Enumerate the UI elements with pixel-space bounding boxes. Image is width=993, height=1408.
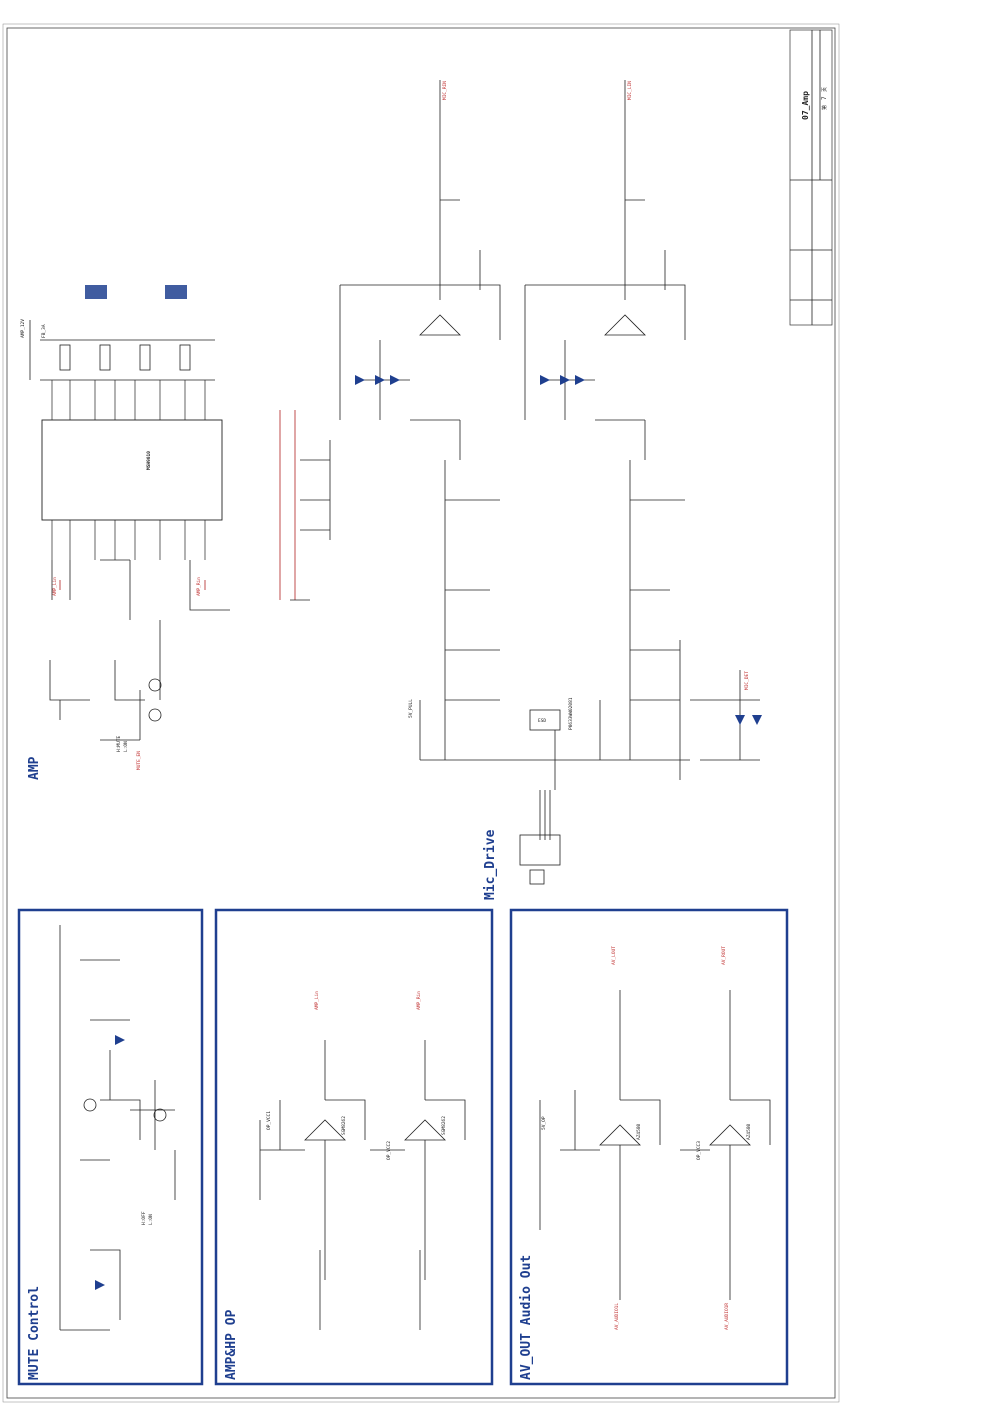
op-vcc3-label: OP_VCC3 xyxy=(696,1141,702,1160)
opa-part-6: AZ4580 xyxy=(746,1123,752,1140)
mic-rin-label: MIC_RIN xyxy=(442,81,448,100)
av-out-box xyxy=(509,908,789,1386)
speaker-connector-1 xyxy=(85,285,107,299)
l-on2-label: L:ON xyxy=(148,1214,154,1225)
op-vcc1-label: OP_VCC1 xyxy=(266,1111,272,1130)
speaker-connector-2 xyxy=(165,285,187,299)
amp-lin-net: AMP_Lin xyxy=(314,991,320,1010)
sheet-border xyxy=(6,27,836,1399)
amp-hp-op-contents: OP_VCC1 OP_VCC2 AMP_Lin AMP_Rin SGM8262 … xyxy=(259,991,466,1330)
amp-12v-label: AMP_12V xyxy=(20,319,26,338)
mute-en-label: MUTE_EN xyxy=(136,751,142,770)
opa-part-5: AZ4580 xyxy=(636,1123,642,1140)
mic-jack xyxy=(519,834,561,866)
hp-opamp-2 xyxy=(404,1119,446,1141)
sheet-title: 07_Amp xyxy=(801,91,810,120)
amp-ic-name: MSH9010 xyxy=(146,451,152,470)
av-lout-label: AV_LOUT xyxy=(611,946,617,965)
mute-transistor-1 xyxy=(83,1098,97,1112)
esd-label: ESD xyxy=(538,718,546,724)
opa-part-1: SGM8262 xyxy=(341,1116,347,1135)
opa-part-2: SGM8262 xyxy=(441,1116,447,1135)
av-opamp-1 xyxy=(599,1124,641,1146)
page-suffix: 页 xyxy=(822,87,828,92)
fb-3a-label: FB_3A xyxy=(41,324,47,338)
amp-lin-label: AMP_Lin xyxy=(52,577,58,596)
amp-rin-label: AMP_Rin xyxy=(196,577,202,596)
title-block: 07_Amp 第 7 页 xyxy=(789,29,833,326)
section-title-amp-hp-op: AMP&HP OP xyxy=(224,1309,239,1380)
amp-hp-op-box xyxy=(214,908,494,1386)
mic-opamp-2 xyxy=(604,314,646,336)
section-title-mic-drive: Mic_Drive xyxy=(483,829,498,900)
h-off-label: H:OFF xyxy=(141,1211,147,1225)
mic-opamp-1 xyxy=(419,314,461,336)
mic-det-label: MIC_DET xyxy=(744,671,750,690)
av-rout-label: AV_ROUT xyxy=(721,946,727,965)
av-audiol-label: AV_AUDIO1L xyxy=(614,1303,620,1330)
mute-control-contents: H:OFF L:ON xyxy=(59,925,176,1331)
mute-control-box xyxy=(17,908,204,1386)
av-opamp-2 xyxy=(709,1124,751,1146)
page-number: 7 xyxy=(821,96,828,100)
v5-pull-label: 5V_PULL xyxy=(408,699,414,718)
amp-rin-net: AMP_Rin xyxy=(416,991,422,1010)
mic-lin-label: MIC_LIN xyxy=(627,81,633,100)
section-title-av-out: AV_OUT Audio Out xyxy=(519,1255,534,1380)
av-audior-label: AV_AUDIO1R xyxy=(724,1303,730,1330)
amp-ic-body xyxy=(41,419,223,521)
section-title-mute-control: MUTE Control xyxy=(27,1286,42,1380)
l-on-label: L:ON xyxy=(123,741,129,752)
mute-transistor-2 xyxy=(153,1108,167,1122)
h-mute-label: H:MUTE xyxy=(116,735,122,752)
mic-drive-section: MIC_RIN MIC_LIN ESD P0633WW02081 MIC_DET… xyxy=(339,80,762,885)
av-out-contents: 5V_OP OP_VCC3 AV_LOUT AV_ROUT AV_AUDIO1L… xyxy=(539,946,771,1330)
esd-device xyxy=(529,709,561,731)
hp-opamp-1 xyxy=(304,1119,346,1141)
op-vcc2-label: OP_VCC2 xyxy=(386,1141,392,1160)
page-prefix: 第 xyxy=(821,105,828,110)
esd-part-label: P0633WW02081 xyxy=(568,697,574,730)
amp-section: MSH9010 AMP_12V FB_3A xyxy=(20,285,331,770)
section-title-amp: AMP xyxy=(27,756,42,780)
v5-op-label: 5V_OP xyxy=(541,1116,547,1130)
